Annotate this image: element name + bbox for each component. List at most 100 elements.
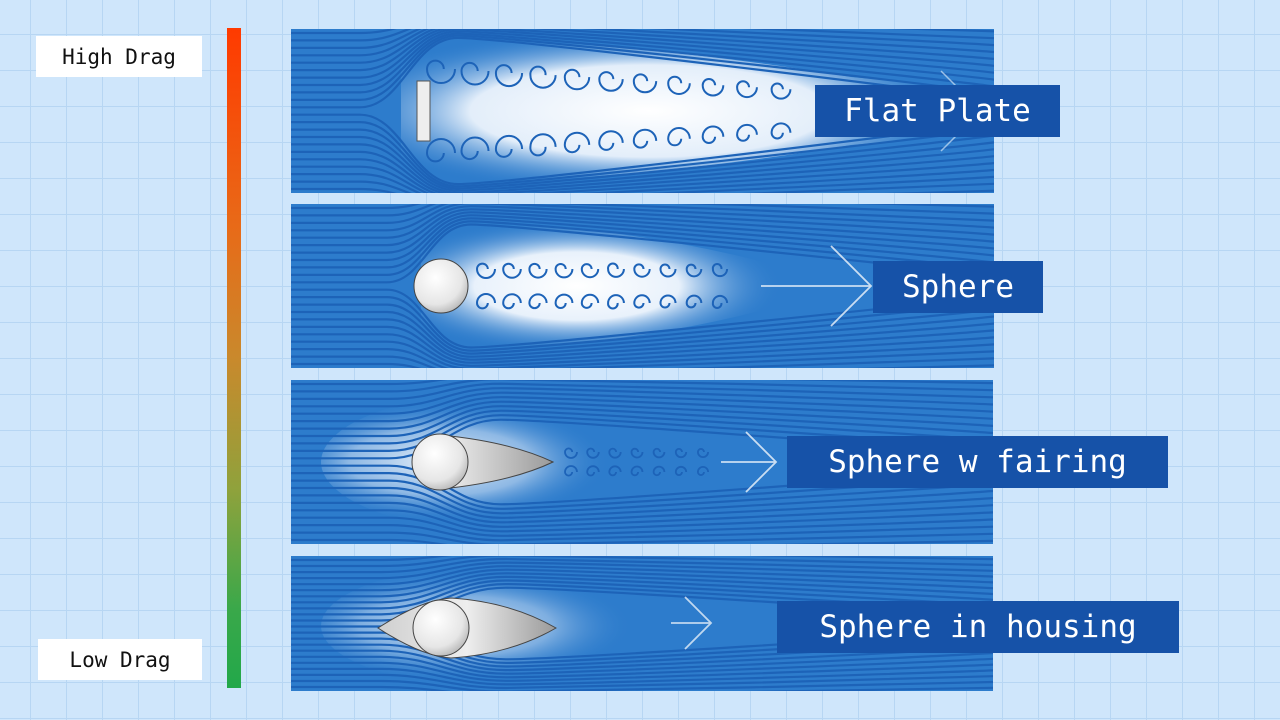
vortex-swirl [598,71,624,92]
vortex-swirl [607,294,625,310]
vortex-swirl [475,293,496,310]
vortex-swirl [580,293,600,309]
vortex-swirl [632,128,658,149]
vortex-swirl [659,294,677,309]
streamline [291,135,994,192]
streamline [291,679,993,691]
vortex-swirl [586,465,600,477]
vortex-swirl [770,122,792,140]
streamline [291,382,993,400]
streamline [291,348,994,368]
sphere-shape [412,599,470,657]
streamline [291,29,994,64]
streamline [291,180,994,193]
streamline [291,509,993,533]
vortex-swirl [494,134,524,158]
streamline [291,661,993,682]
streamline [291,405,993,438]
streamline [291,143,994,193]
vortex-swirl [652,465,666,477]
streamline [291,655,993,679]
vortex-swirl [502,262,522,279]
streamline [291,150,994,193]
vortex-swirl [633,263,651,278]
streamline [291,565,993,586]
vortex-swirl [685,294,703,309]
vortex-swirl [696,448,709,458]
vortex-swirl [652,447,666,459]
vortex-swirl [736,123,758,142]
streamline [291,208,994,247]
streamline [291,32,994,94]
streamline [291,501,993,528]
flat-plate-shape [416,80,431,142]
streamline [291,561,993,580]
vortex-swirl [659,263,677,278]
streamline [291,531,993,544]
vortex-swirl [475,262,496,279]
streamline [291,204,994,224]
sphere-housing-caption: Sphere in housing [777,601,1179,653]
streamline [291,29,994,42]
vortex-swirl [564,447,578,459]
streamline [291,204,994,217]
vortex-swirl [563,68,591,91]
vortex-swirl [580,263,600,279]
streamline [291,391,993,415]
streamline [291,685,993,691]
vortex-swirl [711,263,729,278]
sphere-flow-panel [291,204,994,368]
streamline [291,121,994,188]
streamline [291,524,993,542]
streamline [291,204,994,210]
streamline [291,29,994,79]
streamline [291,538,993,544]
streamline [291,572,993,598]
streamlines [291,204,994,368]
streamline [291,568,993,592]
sphere-shape [411,433,469,491]
streamline [291,667,993,686]
streamline [291,579,993,610]
streamline [291,396,993,423]
streamline [291,173,994,193]
vortex-swirl [460,61,490,86]
vortex-swirl [460,136,490,161]
vortex-swirl [736,80,758,99]
vortex-swirl [528,293,548,310]
vortex-swirl [554,263,574,279]
streamline [291,325,994,364]
streamline [291,128,994,190]
fairing-shape [440,434,555,490]
vortex-swirl [528,262,548,279]
high-drag-label: High Drag [36,36,202,77]
vortex-swirl [494,64,524,88]
wake-arrow-icon [721,431,778,493]
streamline [291,380,993,393]
streamline [291,29,994,72]
streamline [291,29,994,49]
vortex-swirl [586,447,600,459]
vortex-swirl [711,294,729,309]
streamline [291,575,993,604]
streamline [291,303,994,355]
vortex-swirl [608,447,622,459]
streamline [291,34,994,101]
vortex-swirl [607,262,625,278]
vortex-swirl [425,59,456,84]
streamline [291,673,993,690]
streamlines [291,556,993,691]
vortex-swirl [685,263,703,278]
streamline [291,296,994,352]
vortex-swirl [425,138,456,163]
sphere-fairing-caption: Sphere w fairing [787,436,1168,488]
streamline [291,30,994,87]
arrow-head [745,431,778,493]
vortex-swirl [529,65,557,89]
streamline [291,217,994,269]
streamline [291,165,994,193]
streamline [291,355,994,368]
drag-scale-bar [227,28,241,688]
vortex-swirl [667,75,691,95]
vortex-swirl [564,465,578,477]
